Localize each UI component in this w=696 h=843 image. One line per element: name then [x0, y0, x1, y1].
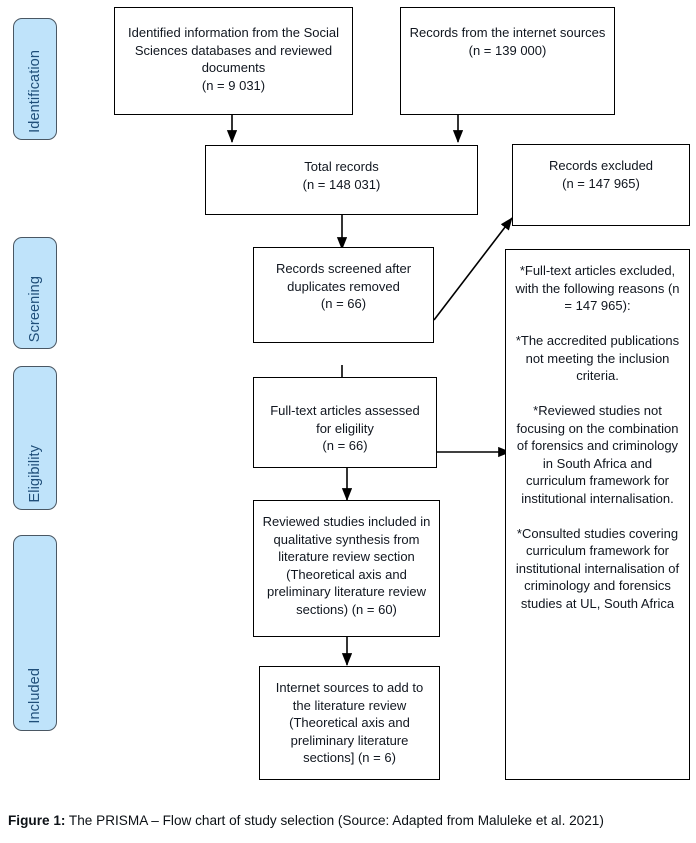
box-records-screened-text: Records screened after duplicates remove… [275, 261, 412, 311]
box-full-text-assessed-text: Full-text articles assessed for eligilit… [270, 403, 420, 453]
box-exclusion-reasons-text: *Full-text articles excluded, with the f… [515, 263, 680, 611]
stage-badge-screening: Screening [13, 237, 57, 349]
box-records-internet-text: Records from the internet sources (n = 1… [409, 25, 606, 58]
box-reviewed-studies-text: Reviewed studies included in qualitative… [262, 514, 431, 617]
stage-label-screening: Screening [27, 275, 43, 342]
box-full-text-assessed: Full-text articles assessed for eligilit… [253, 377, 437, 468]
box-total-records-text: Total records (n = 148 031) [302, 159, 381, 192]
arrow-screened-to-excluded [433, 217, 513, 321]
box-identified-information-text: Identified information from the Social S… [128, 25, 339, 93]
box-internet-sources-added: Internet sources to add to the literatur… [259, 666, 440, 780]
box-identified-information: Identified information from the Social S… [114, 7, 353, 115]
stage-badge-eligibility: Eligibility [13, 366, 57, 510]
figure-caption: Figure 1: The PRISMA – Flow chart of stu… [8, 812, 692, 830]
stage-label-eligibility: Eligibility [27, 445, 43, 503]
box-exclusion-reasons: *Full-text articles excluded, with the f… [505, 249, 690, 780]
box-total-records: Total records (n = 148 031) [205, 145, 478, 215]
box-records-excluded: Records excluded (n = 147 965) [512, 144, 690, 226]
box-records-internet: Records from the internet sources (n = 1… [400, 7, 615, 115]
box-reviewed-studies: Reviewed studies included in qualitative… [253, 500, 440, 637]
stage-label-identification: Identification [27, 50, 43, 133]
box-records-screened: Records screened after duplicates remove… [253, 247, 434, 343]
stage-badge-included: Included [13, 535, 57, 731]
figure-caption-text: The PRISMA – Flow chart of study selecti… [65, 813, 604, 828]
box-records-excluded-text: Records excluded (n = 147 965) [548, 158, 654, 191]
stage-label-included: Included [27, 668, 43, 724]
stage-badge-identification: Identification [13, 18, 57, 140]
figure-caption-label: Figure 1: [8, 813, 66, 828]
box-internet-sources-added-text: Internet sources to add to the literatur… [275, 680, 424, 765]
